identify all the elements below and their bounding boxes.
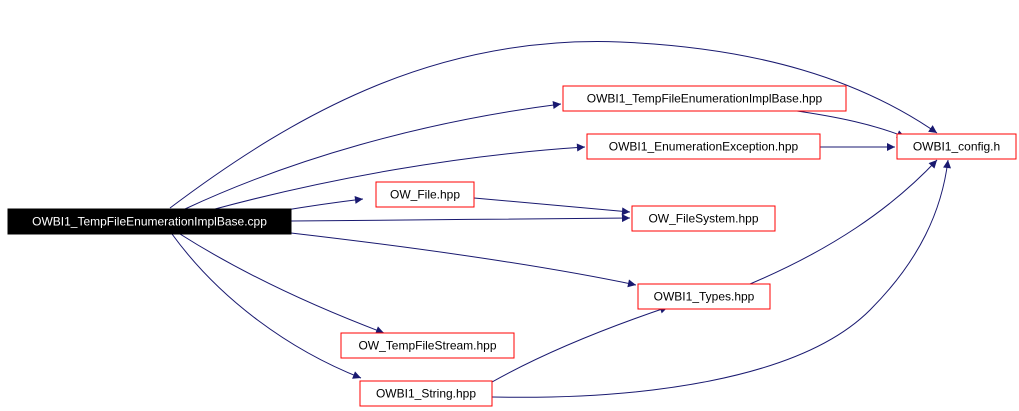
edge-implbase-to-config [789, 109, 906, 138]
node-owfile[interactable]: OW_File.hpp [375, 181, 475, 208]
node-implbase-label: OWBI1_TempFileEnumerationImplBase.hpp [587, 92, 823, 106]
node-tfstream-label: OW_TempFileStream.hpp [358, 339, 496, 353]
node-string[interactable]: OWBI1_String.hpp [359, 380, 493, 407]
node-types-label: OWBI1_Types.hpp [654, 290, 755, 304]
node-tfstream[interactable]: OW_TempFileStream.hpp [340, 332, 515, 359]
edge-string-to-types [491, 305, 669, 383]
edge-string-to-config [491, 159, 952, 398]
edge-owfile-to-filesys [473, 197, 631, 216]
edge-root-to-implbase [184, 101, 562, 210]
edge-root-to-enumexc [214, 143, 586, 210]
edge-root-to-filesys [290, 214, 631, 223]
node-filesys-label: OW_FileSystem.hpp [648, 212, 758, 226]
edge-root-to-types [290, 232, 637, 288]
node-types[interactable]: OWBI1_Types.hpp [637, 283, 771, 310]
edges [169, 41, 952, 398]
node-filesys[interactable]: OW_FileSystem.hpp [631, 205, 776, 232]
node-implbase[interactable]: OWBI1_TempFileEnumerationImplBase.hpp [562, 85, 847, 112]
edge-root-to-tfstream [179, 233, 385, 334]
edge-root-to-config [169, 41, 938, 209]
node-config-label: OWBI1_config.h [913, 140, 1000, 154]
node-string-label: OWBI1_String.hpp [376, 387, 476, 401]
edge-types-to-config [749, 159, 938, 285]
edge-root-to-string [171, 233, 362, 379]
node-owfile-label: OW_File.hpp [390, 188, 460, 202]
node-root-label: OWBI1_TempFileEnumerationImplBase.cpp [32, 215, 267, 229]
node-root[interactable]: OWBI1_TempFileEnumerationImplBase.cpp [7, 208, 292, 235]
edge-root-to-owfile [279, 195, 364, 212]
node-config[interactable]: OWBI1_config.h [896, 133, 1017, 160]
node-enumexc-label: OWBI1_EnumerationException.hpp [609, 140, 799, 154]
node-enumexc[interactable]: OWBI1_EnumerationException.hpp [586, 133, 821, 160]
